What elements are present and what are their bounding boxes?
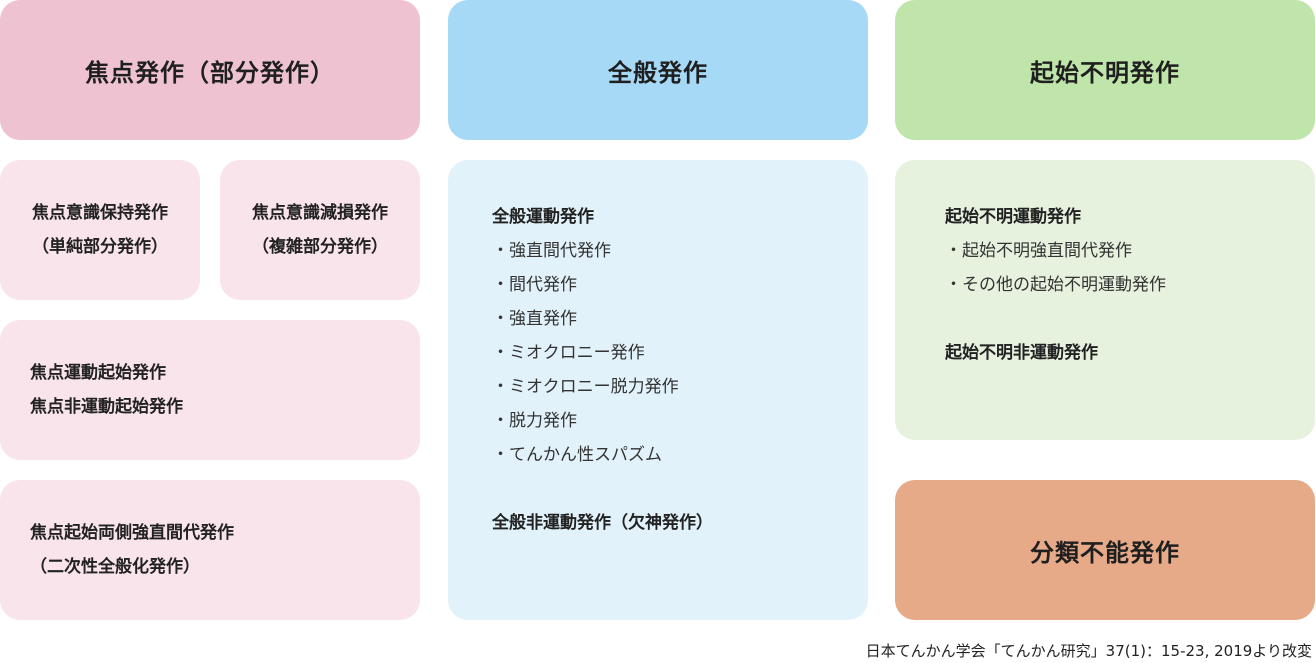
generalized-motor-title: 全般運動発作 [492,207,594,227]
source-footnote: 日本てんかん学会「てんかん研究」37(1)：15-23, 2019より改変 [865,642,1312,660]
focal-onset-box: 焦点運動起始発作 焦点非運動起始発作 [0,320,420,460]
generalized-seizure-header-label: 全般発作 [608,58,708,87]
focal-aware-line-1: 焦点意識保持発作 [32,203,168,223]
unknown-onset-header: 起始不明発作 [895,0,1315,140]
generalized-motor-item: ・ミオクロニー発作 [492,343,645,363]
focal-aware-line-2: （単純部分発作） [32,237,168,257]
unknown-motor-title: 起始不明運動発作 [945,207,1081,227]
focal-impaired-line-1: 焦点意識減損発作 [252,203,388,223]
unclassified-seizure-header: 分類不能発作 [895,480,1315,620]
generalized-seizure-header: 全般発作 [448,0,868,140]
generalized-motor-item: ・脱力発作 [492,411,577,431]
generalized-motor-item: ・間代発作 [492,275,577,295]
focal-motor-onset: 焦点運動起始発作 [30,363,166,383]
generalized-detail-box: 全般運動発作 ・強直間代発作 ・間代発作 ・強直発作 ・ミオクロニー発作 ・ミオ… [448,160,868,620]
focal-impaired-box: 焦点意識減損発作 （複雑部分発作） [220,160,420,300]
unknown-nonmotor-title: 起始不明非運動発作 [945,343,1098,363]
focal-impaired-line-2: （複雑部分発作） [252,237,388,257]
generalized-motor-item: ・てんかん性スパズム [492,445,662,465]
generalized-nonmotor-title: 全般非運動発作（欠神発作） [492,513,713,533]
generalized-motor-item: ・強直間代発作 [492,241,611,261]
generalized-motor-item: ・ミオクロニー脱力発作 [492,377,679,397]
focal-seizure-header-label: 焦点発作（部分発作） [85,58,335,87]
focal-bilateral-line-1: 焦点起始両側強直間代発作 [30,523,234,543]
unknown-onset-detail-box: 起始不明運動発作 ・起始不明強直間代発作 ・その他の起始不明運動発作 起始不明非… [895,160,1315,440]
unknown-onset-header-label: 起始不明発作 [1030,58,1180,87]
unknown-motor-item: ・その他の起始不明運動発作 [945,275,1166,295]
focal-bilateral-line-2: （二次性全般化発作） [30,557,200,577]
focal-aware-box: 焦点意識保持発作 （単純部分発作） [0,160,200,300]
generalized-motor-item: ・強直発作 [492,309,577,329]
unknown-motor-item: ・起始不明強直間代発作 [945,241,1132,261]
focal-nonmotor-onset: 焦点非運動起始発作 [30,397,183,417]
focal-bilateral-box: 焦点起始両側強直間代発作 （二次性全般化発作） [0,480,420,620]
unclassified-seizure-header-label: 分類不能発作 [1030,538,1180,567]
focal-seizure-header: 焦点発作（部分発作） [0,0,420,140]
